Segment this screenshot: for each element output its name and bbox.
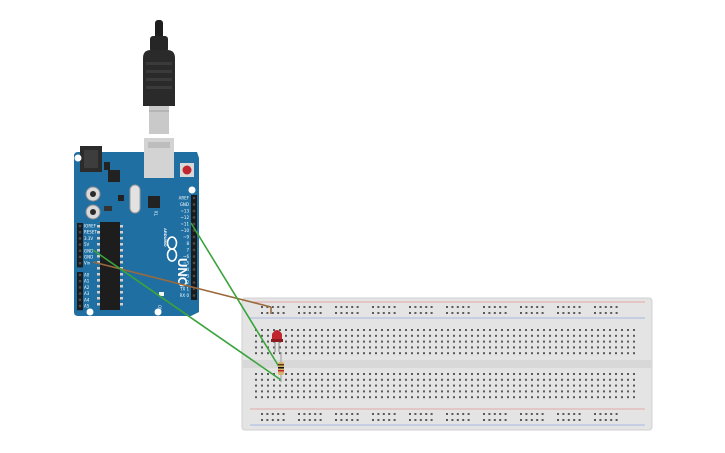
power-pin-label: IOREF xyxy=(84,224,97,229)
reset-button[interactable] xyxy=(180,163,194,177)
digital-pin-label: AREF xyxy=(179,196,190,201)
digital-header[interactable] xyxy=(191,195,197,300)
usb-cable[interactable] xyxy=(143,20,175,134)
power-header[interactable] xyxy=(77,223,83,268)
analog-pin-label: A4 xyxy=(84,297,90,302)
digital-pin-label: ~13 xyxy=(181,209,190,214)
analog-header[interactable] xyxy=(77,272,83,311)
breadboard[interactable] xyxy=(241,297,653,431)
power-pin-label: 5V xyxy=(84,242,90,247)
resistor[interactable] xyxy=(278,352,284,382)
power-pin-label: 3.3V xyxy=(84,236,93,241)
digital-pin-label: TX 1 xyxy=(179,287,189,292)
digital-pin-label: ~11 xyxy=(181,222,190,227)
power-pin-label: RESET xyxy=(84,230,97,235)
digital-pin-label: GND xyxy=(180,202,189,207)
digital-pin-label: ~9 xyxy=(183,235,189,240)
digital-pin-label: ~3 xyxy=(183,274,189,279)
analog-pin-label: A1 xyxy=(84,279,90,284)
tx-led-label: TX xyxy=(154,211,159,217)
brand-label: ARDUINO xyxy=(163,228,168,247)
ground-wire[interactable] xyxy=(190,222,282,371)
ground-wire[interactable] xyxy=(92,249,282,381)
power-pin-label: GND xyxy=(84,255,93,260)
digital-pin-label: ~10 xyxy=(181,228,190,233)
digital-pin-label: 2 xyxy=(186,280,189,285)
power-pin-label: GND xyxy=(84,248,93,253)
digital-pin-label: RX 0 xyxy=(180,293,190,298)
digital-pin-label: ~12 xyxy=(181,215,190,220)
analog-pin-label: A0 xyxy=(84,273,90,278)
wires[interactable] xyxy=(92,222,282,381)
on-led xyxy=(159,292,164,296)
digital-pin-label: 8 xyxy=(186,241,189,246)
analog-pin-label: A5 xyxy=(84,304,90,309)
power-pin-label: Vin xyxy=(84,261,91,266)
arduino-uno-board[interactable]: TX UNO ARDUINO ON IOREFRESET3.3V5VGNDGND… xyxy=(74,138,199,316)
digital-pin-label: 4 xyxy=(186,267,189,272)
digital-pin-label: ~6 xyxy=(183,254,189,259)
digital-pin-label: ~5 xyxy=(183,261,189,266)
arduino-logo xyxy=(166,236,178,262)
analog-pin-label: A2 xyxy=(84,285,90,290)
red-led[interactable] xyxy=(271,330,283,352)
crystal-oscillator xyxy=(129,184,141,214)
analog-pin-label: A3 xyxy=(84,291,90,296)
board-model-label: UNO xyxy=(175,258,190,287)
on-led-label: ON xyxy=(157,305,162,311)
signal-wire[interactable] xyxy=(92,261,272,308)
digital-pin-label: 7 xyxy=(186,248,189,253)
